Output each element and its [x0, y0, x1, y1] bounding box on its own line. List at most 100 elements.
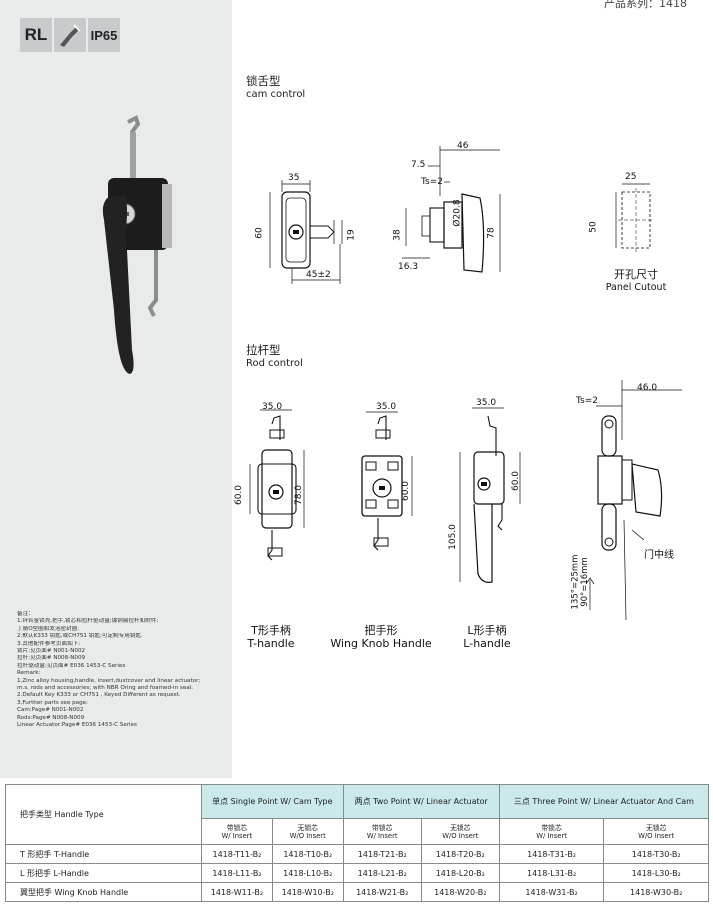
row-code: 1418-L11-B₂: [201, 863, 273, 883]
dim-t-width: 35.0: [262, 402, 283, 412]
sub-en: W/O Insert: [638, 831, 675, 840]
panel-cutout-en: Panel Cutout: [605, 282, 667, 293]
table-row: 翼型把手 Wing Knob Handle 1418-W11-B₂ 1418-W…: [5, 882, 709, 902]
remark-line: 2.Default Key K333 or CH751 , Keyed Diff…: [17, 692, 181, 699]
dim-rod-side-ts: Ts=2: [576, 396, 598, 406]
row-code: 1418-T20-B₂: [420, 844, 500, 864]
cam-title-cn: 锁舌型: [246, 74, 281, 88]
row-code: 1418-W30-B₂: [603, 882, 709, 902]
sub-cn: 带锁芯: [541, 823, 562, 832]
row-code: 1418-W11-B₂: [201, 882, 273, 902]
wing-knob-drawing: [361, 411, 413, 551]
dim-cam-side-16-3: 16.3: [398, 262, 419, 272]
dim-angle-90: 90°=16mm: [579, 557, 590, 607]
table-row: T 形把手 T-Handle 1418-T11-B₂ 1418-T10-B₂ 1…: [5, 844, 709, 864]
row-code: 1418-W20-B₂: [420, 882, 500, 902]
l-handle-drawing: [459, 407, 521, 583]
sub-en: W/O Insert: [289, 831, 326, 840]
dim-w-60: 60.0: [401, 480, 412, 502]
product-photo: [102, 115, 172, 374]
door-centerline-label: 门中线: [644, 550, 674, 561]
sub-cn: 无锁芯: [297, 823, 318, 832]
row-code: 1418-L10-B₂: [271, 863, 344, 883]
series-label: 产品系列：1418: [604, 0, 687, 10]
caption-wing-knob: 把手形 Wing Knob Handle: [326, 624, 436, 650]
remark-line: 丁腈O型圈和发泡密封圈.: [17, 625, 80, 632]
dim-l-width: 35.0: [476, 398, 497, 408]
table-type-header: 把手类型 Handle Type: [5, 784, 202, 845]
dim-cam-front-width: 35: [288, 173, 300, 183]
row-code: 1418-W21-B₂: [342, 882, 422, 902]
caption-t-en: T-handle: [247, 637, 295, 650]
remark-line: Linear Actuator:Page# E036 1453-C Series: [17, 722, 137, 729]
remark-line: 2.默认K333 钥匙,或CH751 钥匙;可定制专用钥匙.: [17, 633, 143, 640]
sub-cn: 无锁芯: [645, 823, 667, 832]
dim-cam-side-dia: Ø20.8: [452, 199, 463, 227]
table-group-three: 三点 Three Point W/ Linear Actuator And Ca…: [498, 784, 710, 819]
sub-cn: 带锁芯: [372, 823, 393, 832]
remark-line: 锁片:见页面# N001-N002: [17, 648, 86, 655]
dim-l-60: 60.0: [511, 470, 522, 492]
dim-cutout-width: 25: [625, 172, 637, 182]
remark-line: 拉杆:见页面# N008-N009: [17, 655, 86, 662]
dim-cam-side-7-5: 7.5: [411, 160, 426, 170]
caption-l-cn: L形手柄: [467, 624, 507, 637]
badge-row: RL IP65: [20, 18, 120, 52]
dim-rod-side-46: 46.0: [637, 383, 658, 393]
caption-t-cn: T形手柄: [251, 624, 291, 637]
badge-ip65: IP65: [88, 18, 120, 52]
spec-table: 把手类型 Handle Type 单点 Single Point W/ Cam …: [5, 784, 710, 902]
row-code: 1418-T21-B₂: [342, 844, 422, 864]
remark-line: 备注：: [17, 611, 34, 617]
cam-side-drawing: [402, 146, 501, 273]
rod-side-drawing: [585, 380, 682, 621]
dim-l-105: 105.0: [447, 524, 458, 550]
cam-section-title: 锁舌型 cam control: [246, 75, 305, 101]
sub-en: W/ Insert: [366, 831, 398, 840]
row-code: 1418-W31-B₂: [498, 882, 605, 902]
remarks: 备注： 1.锌合金锁壳,把手,锁芯和拉杆驱动盒;镀铜扁拉杆和附件; 丁腈O型圈和…: [17, 611, 227, 730]
dim-t-78: 78.0: [294, 484, 305, 506]
handle-icon: [54, 18, 86, 52]
panel-cutout-drawing: [615, 183, 654, 252]
remark-line: 拉杆驱动盒:见页面# E036 1453-C Series: [17, 662, 126, 669]
row-code: 1418-W10-B₂: [271, 882, 344, 902]
sub-en: W/ Insert: [536, 831, 567, 840]
table-group-single: 单点 Single Point W/ Cam Type: [201, 784, 344, 819]
caption-l-en: L-handle: [463, 637, 511, 650]
row-code: 1418-L30-B₂: [603, 863, 709, 883]
row-type: L 形把手 L-Handle: [5, 863, 202, 883]
rod-section-title: 拉杆型 Rod control: [246, 344, 303, 370]
row-code: 1418-L21-B₂: [342, 863, 422, 883]
dim-cam-front-height: 60: [254, 227, 265, 239]
caption-t-handle: T形手柄 T-handle: [226, 624, 316, 650]
dim-cam-side-ts: Ts=2: [421, 177, 443, 187]
cam-title-en: cam control: [246, 89, 306, 100]
remark-line: Remark:: [17, 670, 41, 677]
dim-cutout-height: 50: [588, 221, 599, 233]
cam-front-drawing: [269, 180, 343, 284]
remark-line: 1.锌合金锁壳,把手,锁芯和拉杆驱动盒;镀铜扁拉杆和附件;: [17, 618, 159, 625]
panel-cutout-cn: 开孔尺寸: [614, 268, 658, 281]
dim-t-60: 60.0: [234, 484, 245, 506]
dim-cam-side-78: 78: [486, 227, 497, 239]
remark-line: Cam:Page# N001-N002: [17, 707, 84, 714]
panel-cutout-caption: 开孔尺寸 Panel Cutout: [596, 268, 676, 294]
sub-cn: 无锁芯: [450, 823, 471, 832]
t-handle-drawing: [249, 409, 305, 561]
table-row: L 形把手 L-Handle 1418-L11-B₂ 1418-L10-B₂ 1…: [5, 863, 709, 883]
sub-en: W/ Insert: [221, 831, 253, 840]
caption-w-cn: 把手形: [364, 624, 398, 637]
dim-cam-tongue: 19: [346, 229, 357, 241]
row-code: 1418-T11-B₂: [201, 844, 273, 864]
row-type: 翼型把手 Wing Knob Handle: [5, 882, 202, 902]
row-code: 1418-T10-B₂: [271, 844, 344, 864]
dim-cam-side-depth: 46: [457, 141, 469, 151]
remark-line: 1,Zinc alloy housing,handle, insert,dust…: [17, 677, 201, 684]
